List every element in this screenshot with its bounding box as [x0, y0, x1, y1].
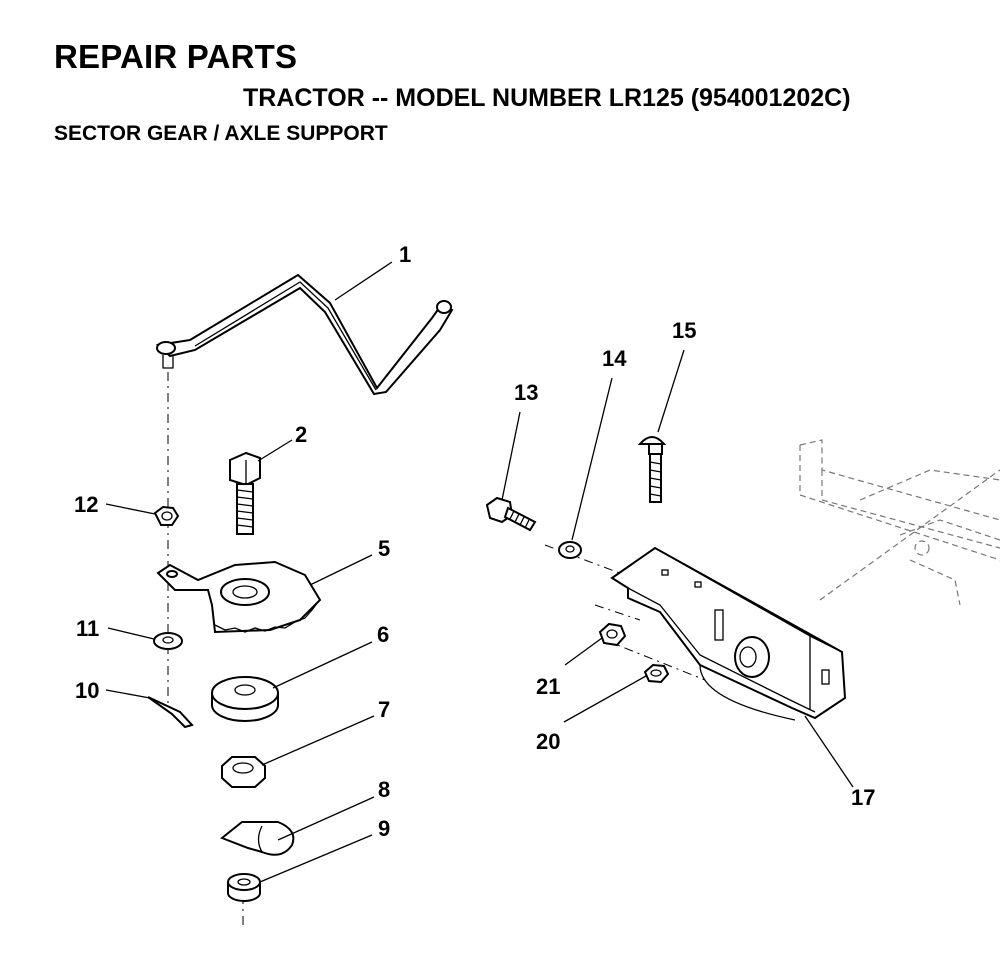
- callout-5: 5: [378, 536, 390, 561]
- callout-12: 12: [74, 492, 98, 517]
- drag-link-part: [155, 273, 454, 396]
- nut-20-part: [643, 663, 670, 684]
- flange-nut-part: [153, 505, 180, 526]
- callout-6: 6: [377, 622, 389, 647]
- callout-13: 13: [514, 380, 538, 405]
- hex-nut-part: [221, 756, 266, 788]
- nut-21-part: [598, 622, 627, 647]
- axle-support-part: [610, 546, 847, 721]
- callout-20: 20: [536, 729, 560, 754]
- model-subtitle: TRACTOR -- MODEL NUMBER LR125 (954001202…: [243, 84, 851, 112]
- bushing-part: [227, 873, 261, 902]
- leader-lines: [105, 261, 854, 883]
- callout-9: 9: [378, 816, 390, 841]
- section-title: SECTOR GEAR / AXLE SUPPORT: [54, 122, 388, 145]
- callout-2: 2: [295, 422, 307, 447]
- callout-17: 17: [851, 785, 875, 810]
- hex-bolt-part: [229, 451, 261, 535]
- clamp-part: [220, 821, 295, 856]
- callout-1: 1: [399, 242, 411, 267]
- page-title: REPAIR PARTS: [54, 38, 298, 75]
- callout-10: 10: [75, 678, 99, 703]
- washer-part: [153, 632, 183, 650]
- callout-7: 7: [378, 697, 390, 722]
- cotter-pin-part: [147, 696, 194, 729]
- sector-gear-part: [156, 560, 322, 634]
- spacer-part: [211, 676, 279, 722]
- callout-11: 11: [76, 616, 99, 641]
- callout-21: 21: [536, 674, 560, 699]
- cap-screw-part: [485, 496, 537, 532]
- frame-outline: [799, 439, 1000, 606]
- callout-14: 14: [602, 346, 627, 371]
- callout-15: 15: [672, 318, 696, 343]
- callout-8: 8: [378, 777, 390, 802]
- carriage-bolt-part: [637, 436, 667, 503]
- washer-14-part: [558, 541, 582, 559]
